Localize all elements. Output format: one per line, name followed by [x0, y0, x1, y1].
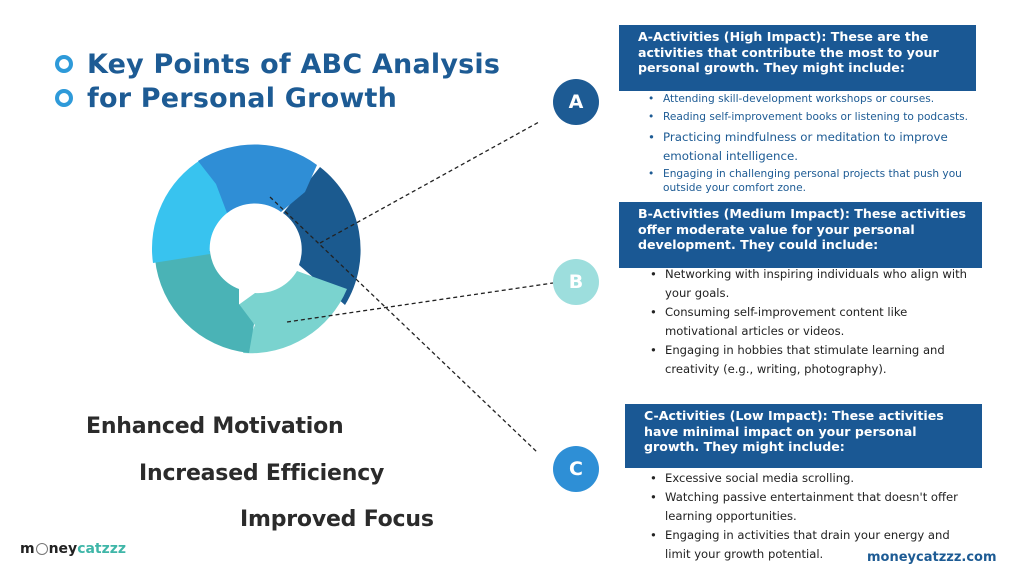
- connector-line-a: [319, 121, 540, 244]
- cycle-segment-teal: [155, 251, 254, 353]
- title-line-1: Key Points of ABC Analysis: [87, 48, 501, 80]
- brand-logo-accent: catzzz: [77, 541, 127, 557]
- bullet-ring-icon: [55, 55, 73, 73]
- section-a-list: Attending skill-development workshops or…: [646, 92, 981, 199]
- list-item: Practicing mindfulness or meditation to …: [646, 128, 981, 166]
- list-item: Reading self-improvement books or listen…: [646, 110, 981, 124]
- benefit-focus: Improved Focus: [240, 507, 434, 532]
- section-c-list: Excessive social media scrolling. Watchi…: [648, 469, 978, 564]
- badge-a: A: [553, 79, 599, 125]
- badge-c: C: [553, 446, 599, 492]
- brand-logo-ney: ney: [48, 541, 78, 557]
- section-a-heading: A-Activities (High Impact): These are th…: [619, 25, 976, 91]
- list-item: Attending skill-development workshops or…: [646, 92, 981, 106]
- cycle-segment-sky: [151, 159, 230, 263]
- badge-b: B: [553, 259, 599, 305]
- title-line-2: for Personal Growth: [87, 82, 398, 114]
- list-item: Watching passive entertainment that does…: [648, 488, 978, 526]
- list-item: Engaging in challenging personal project…: [646, 167, 981, 195]
- bullet-ring-icon: [55, 89, 73, 107]
- list-item: Excessive social media scrolling.: [648, 469, 978, 488]
- connector-line-b: [286, 282, 554, 323]
- page-title: Key Points of ABC Analysis for Personal …: [55, 47, 500, 115]
- benefit-efficiency: Increased Efficiency: [139, 461, 385, 486]
- cycle-segment-light-teal: [237, 271, 347, 354]
- benefit-motivation: Enhanced Motivation: [86, 414, 344, 439]
- cycle-segment-dark-blue: [283, 167, 361, 305]
- brand-url[interactable]: moneycatzzz.com: [867, 550, 997, 565]
- section-b-heading: B-Activities (Medium Impact): These acti…: [619, 202, 982, 268]
- list-item: Engaging in hobbies that stimulate learn…: [648, 341, 978, 379]
- list-item: Engaging in activities that drain your e…: [648, 526, 978, 564]
- cycle-segment-blue: [198, 144, 317, 213]
- coin-icon: [35, 543, 48, 555]
- section-b-list: Networking with inspiring individuals wh…: [648, 265, 978, 379]
- list-item: Consuming self-improvement content like …: [648, 303, 978, 341]
- brand-logo: m ney catzzz: [20, 541, 126, 557]
- brand-logo-m: m: [20, 541, 35, 557]
- connector-line-c: [269, 196, 538, 453]
- list-item: Networking with inspiring individuals wh…: [648, 265, 978, 303]
- section-c-heading: C-Activities (Low Impact): These activit…: [625, 404, 982, 468]
